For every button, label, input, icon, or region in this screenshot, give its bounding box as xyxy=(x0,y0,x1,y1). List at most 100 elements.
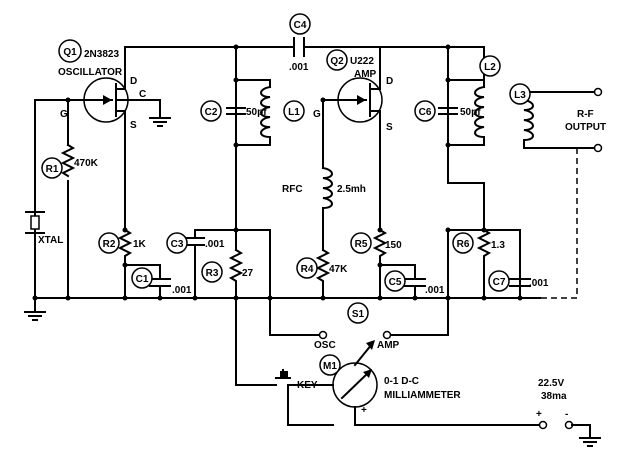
q1-role: OSCILLATOR xyxy=(58,67,123,78)
q2-pin-d: D xyxy=(386,76,393,87)
r1-value: 470K xyxy=(74,158,99,169)
xtal-label: XTAL xyxy=(38,235,63,246)
c1-designator: C1 xyxy=(136,274,149,285)
r6-c7-network: R6 1.3 C7 .001 xyxy=(447,182,549,299)
supply-current: 38ma xyxy=(541,391,567,402)
l3-output-coupling: L3 R-F OUTPUT xyxy=(509,83,606,299)
rfc-designator: RFC xyxy=(282,184,303,195)
c1-value: .001 xyxy=(172,285,192,296)
r6-designator: R6 xyxy=(457,239,470,250)
c3-designator: C3 xyxy=(171,239,184,250)
r5-designator: R5 xyxy=(355,239,368,250)
q2-transistor: Q2 U222 AMP D S G xyxy=(313,49,393,231)
c7-designator: C7 xyxy=(493,277,506,288)
m1-desc1: 0-1 D-C xyxy=(384,376,419,387)
m1-meter: M1 0-1 D-C MILLIAMMETER + xyxy=(319,354,541,426)
c7-bubble xyxy=(488,270,510,292)
l1-designator: L1 xyxy=(288,107,300,118)
xtal-crystal: XTAL xyxy=(24,99,63,321)
c5-bubble xyxy=(384,270,406,292)
supply-plus-terminal xyxy=(538,420,548,430)
output-line1: R-F xyxy=(577,109,594,120)
m1-desc2: MILLIAMMETER xyxy=(384,390,461,401)
q1-gate-network: R1 470K xyxy=(34,99,99,299)
q2-pin-g: G xyxy=(313,109,321,120)
l3-designator: L3 xyxy=(514,90,526,101)
s1-bubble xyxy=(347,302,369,324)
supply-voltage: 22.5V xyxy=(538,378,564,389)
r1-designator: R1 xyxy=(46,164,59,175)
c2-bubble xyxy=(200,100,222,122)
junctions xyxy=(32,44,523,301)
supply-plus: + xyxy=(536,409,542,420)
q2-part: U222 xyxy=(350,56,374,67)
c6-designator: C6 xyxy=(419,107,432,118)
c4-bubble xyxy=(289,13,311,35)
c7-value: .001 xyxy=(529,278,549,289)
c2-designator: C2 xyxy=(205,107,218,118)
s1-amp-label: AMP xyxy=(377,340,400,351)
c4-designator: C4 xyxy=(294,20,307,31)
c3-value: .001 xyxy=(205,239,225,250)
r5-bubble xyxy=(350,232,372,254)
q1-part: 2N3823 xyxy=(84,49,119,60)
q1-designator: Q1 xyxy=(63,47,77,58)
top-rail xyxy=(124,46,485,251)
s1-osc-label: OSC xyxy=(314,340,336,351)
q1-pin-s: S xyxy=(130,120,137,131)
r3-designator: R3 xyxy=(206,268,219,279)
r5-value: 150 xyxy=(385,240,402,251)
c3-r3-network: C3 .001 R3 27 xyxy=(166,229,271,299)
q1-transistor: Q1 2N3823 OSCILLATOR D C S G xyxy=(58,39,171,231)
key-label: KEY xyxy=(297,380,318,391)
rfc-value: 2.5mh xyxy=(337,184,366,195)
s1-designator: S1 xyxy=(352,309,365,320)
power-supply: + - 22.5V 38ma xyxy=(536,378,601,447)
q2-bubble xyxy=(326,49,348,71)
s1-switch: S1 OSC AMP xyxy=(269,297,449,367)
r4-designator: R4 xyxy=(301,264,314,275)
q1-pin-c: C xyxy=(139,89,146,100)
r2-value: 1K xyxy=(133,239,147,250)
c4-value: .001 xyxy=(289,62,309,73)
c1-bubble xyxy=(131,267,153,289)
s1-amp-contact xyxy=(382,330,392,340)
rfc-r4-network: RFC 2.5mh R4 47K xyxy=(282,166,366,299)
c5-value: .001 xyxy=(425,285,445,296)
key-switch: KEY xyxy=(235,297,334,426)
r3-bubble xyxy=(201,261,223,283)
q1-pin-g: G xyxy=(60,109,68,120)
rf-output-terminal-bottom xyxy=(593,143,603,153)
r3-value: 27 xyxy=(242,268,254,279)
l3-bubble xyxy=(509,83,531,105)
c6-value: 50pf xyxy=(460,107,481,118)
c2-l1-tank: C2 50pf L1 xyxy=(200,79,305,146)
q1-bubble xyxy=(58,39,82,63)
c5-designator: C5 xyxy=(389,277,402,288)
r6-value: 1.3 xyxy=(491,240,505,251)
r4-value: 47K xyxy=(329,264,348,275)
output-line2: OUTPUT xyxy=(565,122,606,133)
c6-l2-tank: C6 50pf L2 xyxy=(414,46,501,146)
m1-plus: + xyxy=(361,405,367,416)
q2-role: AMP xyxy=(354,69,377,80)
c6-bubble xyxy=(414,100,436,122)
r1-bubble xyxy=(41,157,63,179)
m1-designator: M1 xyxy=(323,361,337,372)
supply-minus: - xyxy=(565,409,568,420)
r2-c1-network: R2 1K C1 .001 xyxy=(98,228,192,299)
m1-bubble xyxy=(319,354,341,376)
rf-output-terminal-top xyxy=(593,87,603,97)
l1-bubble xyxy=(283,100,305,122)
r6-bubble xyxy=(452,232,474,254)
q2-pin-s: S xyxy=(386,122,393,133)
r5-c5-network: R5 150 C5 .001 xyxy=(350,228,445,299)
c4-capacitor: C4 .001 xyxy=(289,13,313,73)
q2-designator: Q2 xyxy=(330,56,344,67)
r2-designator: R2 xyxy=(103,239,116,250)
l2-bubble xyxy=(479,55,501,77)
r4-bubble xyxy=(296,257,318,279)
q1-pin-d: D xyxy=(130,76,137,87)
